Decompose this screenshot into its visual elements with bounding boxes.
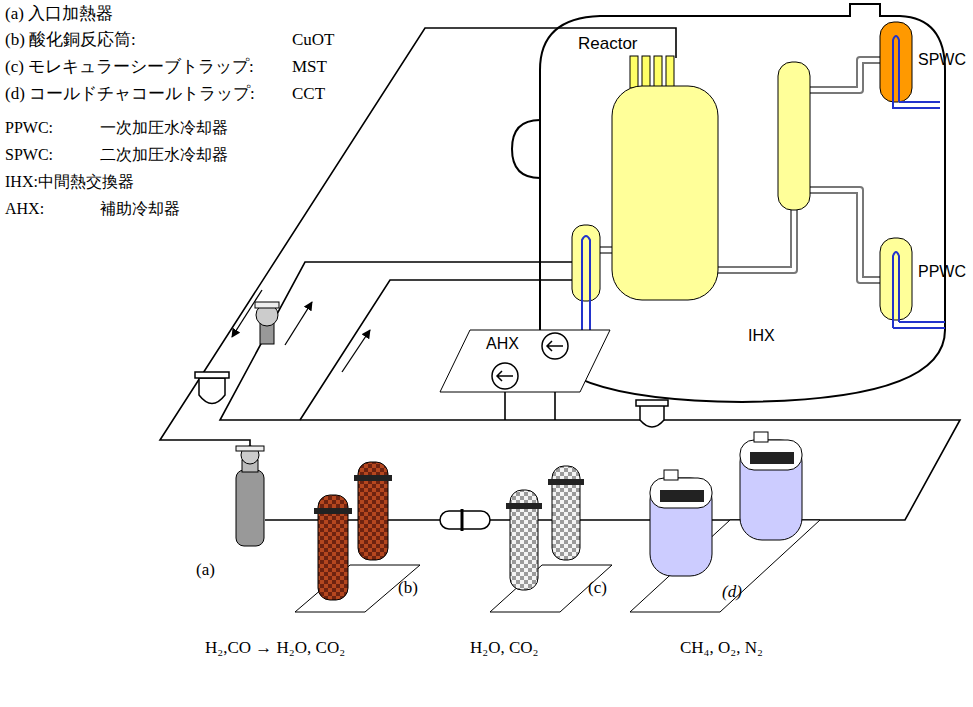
part-label: PPWC bbox=[918, 262, 966, 281]
legend-text: CCT bbox=[292, 84, 325, 104]
legend-text: CuOT bbox=[292, 30, 335, 50]
inlet-heater bbox=[236, 446, 264, 546]
copper-oxide-reactors bbox=[295, 462, 420, 612]
legend-text: 二次加圧水冷却器 bbox=[100, 145, 228, 164]
part-label: (c) bbox=[588, 578, 607, 598]
cold-charcoal-traps bbox=[630, 432, 820, 612]
legend-text: (c) モレキュラーシーブトラップ: bbox=[5, 57, 254, 77]
legend-text: SPWC: bbox=[5, 145, 53, 164]
legend-text: 一次加圧水冷却器 bbox=[100, 118, 228, 137]
part-label: SPWC bbox=[918, 50, 966, 69]
legend-text: AHX: bbox=[5, 199, 44, 218]
legend-text: 補助冷却器 bbox=[100, 199, 180, 218]
circulation-pumps bbox=[440, 330, 610, 392]
part-label: Reactor bbox=[578, 34, 638, 54]
legend-text: PPWC: bbox=[5, 118, 53, 137]
pump-symbols bbox=[255, 302, 279, 344]
legend-text: (a) 入口加熱器 bbox=[5, 4, 113, 24]
part-label: H₂,CO → H₂O, CO₂ bbox=[205, 638, 345, 658]
part-label: IHX bbox=[748, 326, 775, 345]
piping bbox=[160, 28, 960, 520]
part-label: (b) bbox=[398, 578, 418, 598]
molecular-sieve-traps bbox=[490, 466, 612, 612]
ppwc-vessel bbox=[880, 238, 945, 328]
part-label: (a) bbox=[196, 560, 215, 580]
flow-arrows bbox=[232, 290, 370, 372]
legend-text: (b) 酸化銅反応筒: bbox=[5, 30, 136, 50]
part-label: CH₄, O₂, N₂ bbox=[680, 638, 763, 658]
valves bbox=[195, 372, 668, 427]
part-label: H₂O, CO₂ bbox=[470, 638, 539, 658]
legend-text: (d) コールドチャコールトラップ: bbox=[5, 84, 255, 104]
legend-text: MST bbox=[292, 57, 327, 77]
reactor-core bbox=[612, 56, 718, 300]
ihx-vessel bbox=[778, 62, 810, 210]
legend-text: IHX:中間熱交換器 bbox=[5, 172, 134, 191]
part-label: (d) bbox=[722, 582, 742, 602]
filter bbox=[440, 509, 490, 531]
part-label: AHX bbox=[486, 334, 519, 353]
